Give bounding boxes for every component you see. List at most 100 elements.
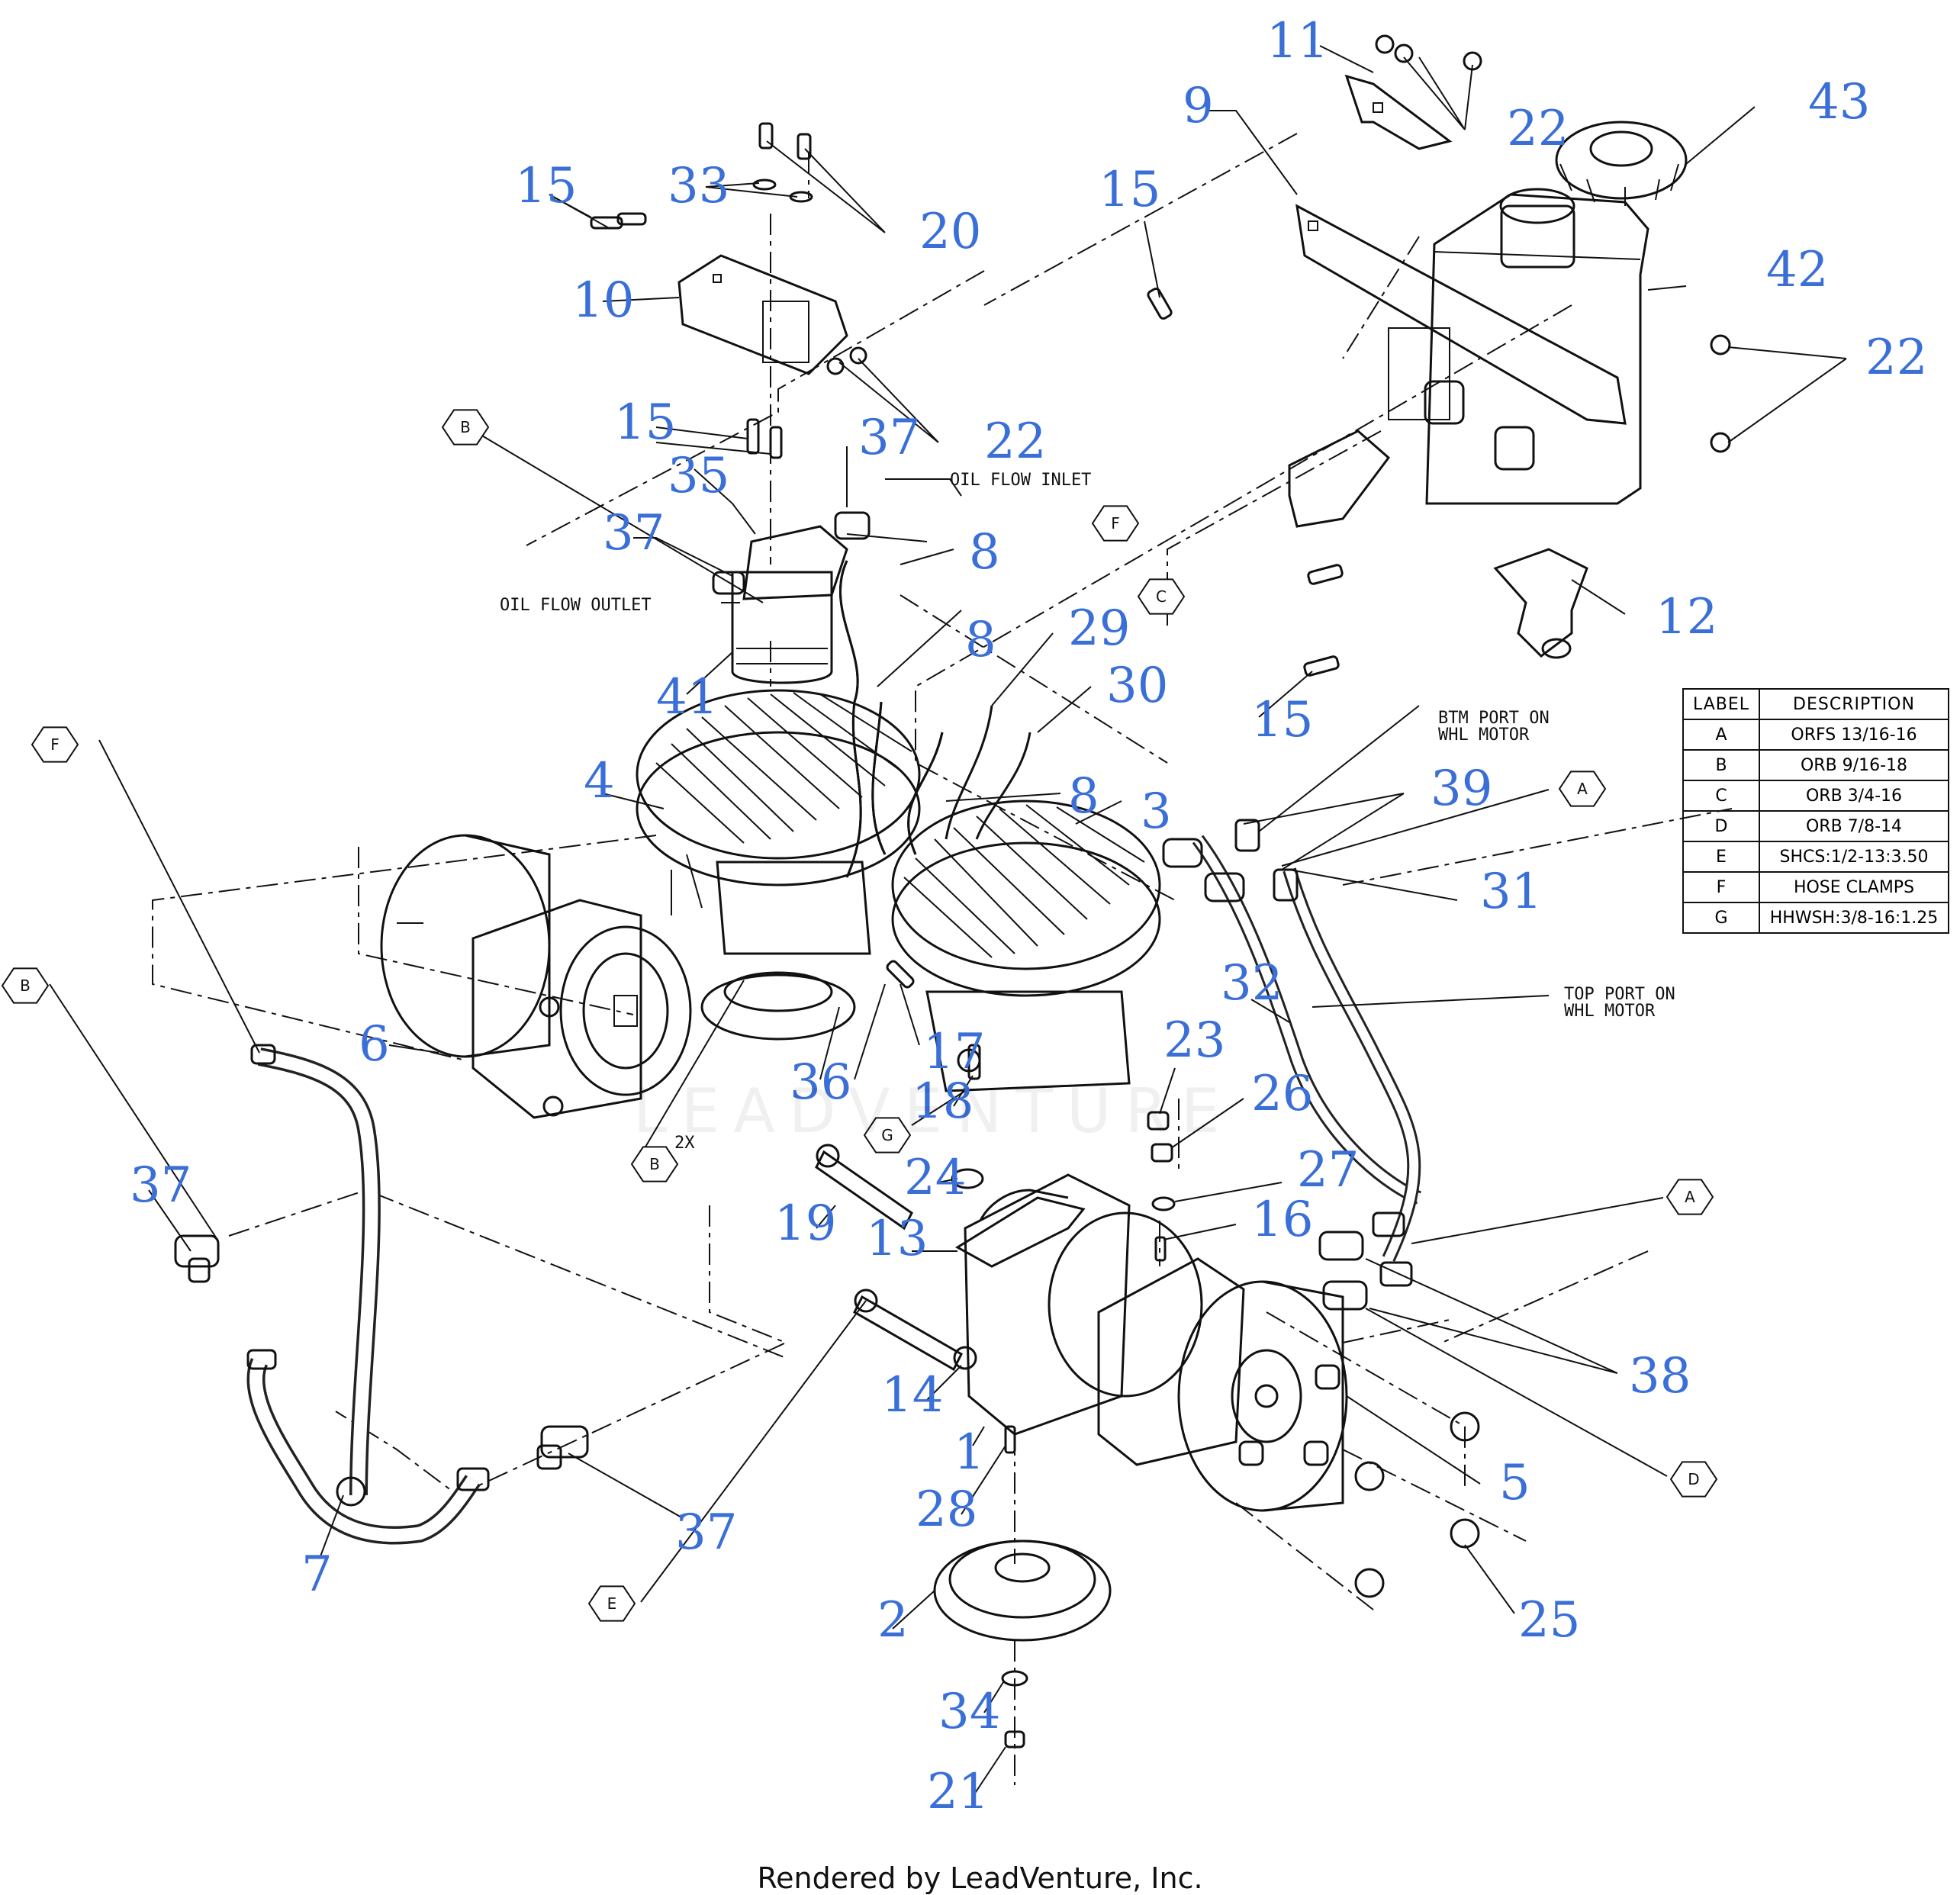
nut-21 [1004,1730,1025,1749]
note-btm-port-line2: WHL MOTOR [1438,726,1530,745]
part-callout-39: 39 [1431,761,1492,817]
part-callout-24: 24 [904,1150,966,1206]
mount-plate-9 [1295,204,1627,471]
hex-label-letter: D [1688,1470,1699,1488]
part-callout-37: 37 [130,1157,191,1214]
part-callout-8: 8 [965,612,996,668]
hex-outline [1137,578,1186,615]
table-cell-description: ORB 3/4-16 [1759,780,1949,812]
part-callout-34: 34 [938,1684,1000,1740]
hex-outline [1666,1179,1714,1215]
table-cell-description: HHWSH:3/8-16:1.25 [1759,902,1949,934]
part-callout-25: 25 [1518,1592,1580,1649]
fittings-37 [174,1234,589,1470]
part-callout-37: 37 [858,410,920,466]
hex-outline [441,409,490,446]
part-callout-9: 9 [1183,78,1214,134]
hex-outline [31,726,79,763]
hex-outline [630,1146,679,1182]
part-callout-43: 43 [1808,74,1870,130]
hex-label-d: D [1669,1461,1718,1498]
hex-label-c: C [1137,578,1186,615]
part-callout-17: 17 [923,1024,985,1080]
part-drawings [174,34,1731,1749]
wheel-motor-5 [1177,1280,1348,1512]
part-callout-37: 37 [603,505,665,561]
part-callout-31: 31 [1480,864,1542,920]
leader-lines [49,45,1847,1797]
part-callout-5: 5 [1499,1455,1530,1511]
hex-label-letter: C [1156,587,1167,606]
hex-outline [1558,771,1607,807]
bolt-17 [886,960,915,989]
part-callout-27: 27 [1297,1142,1359,1198]
part-callout-26: 26 [1251,1066,1313,1122]
part-callout-8: 8 [1068,768,1099,825]
table-cell-label: F [1682,871,1760,903]
part-callout-2: 2 [877,1592,909,1649]
fittings-39 [1162,819,1299,902]
hex-label-letter: F [50,735,60,754]
table-cell-description: ORB 9/16-18 [1759,749,1949,781]
note-top-port-line2: WHL MOTOR [1564,1002,1656,1021]
washer-34 [1001,1670,1028,1687]
table-cell-label: G [1682,902,1760,934]
hex-outline [863,1117,912,1153]
part-callout-15: 15 [1251,692,1313,748]
part-callout-18: 18 [912,1073,974,1130]
part-callout-29: 29 [1068,600,1130,657]
hex-outline [587,1585,636,1622]
table-cell-label: D [1682,810,1760,842]
washer-27 [1151,1196,1176,1211]
part-callout-41: 41 [656,669,718,726]
part-callout-21: 21 [927,1764,989,1820]
hex-label-e: E [587,1585,636,1622]
table-cell-label: E [1682,841,1760,873]
table-cell-label: C [1682,780,1760,812]
nut-26 [1151,1143,1173,1163]
part-callout-30: 30 [1106,658,1168,714]
part-callout-16: 16 [1251,1192,1313,1248]
note-btm-port-line1: BTM PORT ON [1438,709,1550,728]
note-top-port-line1: TOP PORT ON [1564,985,1675,1004]
oil-filter-41 [712,511,871,684]
bolt-14 [853,1295,963,1372]
part-callout-15: 15 [515,158,577,214]
hex-label-b: B [441,409,490,446]
table-cell-description: SHCS:1/2-13:3.50 [1759,841,1949,873]
part-callout-23: 23 [1163,1012,1225,1069]
part-callout-12: 12 [1656,589,1717,645]
part-callout-32: 32 [1221,955,1283,1012]
part-callout-7: 7 [301,1546,333,1603]
hex-label-b: B [630,1146,679,1182]
bracket-12 [1288,430,1588,659]
hydraulic-tank-42 [1425,188,1649,505]
bracket-11 [1344,34,1482,150]
footer-credit: Rendered by LeadVenture, Inc. [757,1861,1203,1895]
bolt-18 [967,1044,981,1080]
part-callout-1: 1 [954,1424,985,1481]
part-callout-37: 37 [675,1504,737,1561]
part-callout-13: 13 [866,1211,928,1267]
wheel-motor-6 [380,834,692,1119]
plate-13 [955,1196,1086,1268]
hex-label-letter: G [881,1126,893,1144]
table-header-row: LABEL DESCRIPTION [1682,688,1949,720]
key-16 [1154,1236,1167,1262]
pulley-2 [933,1539,1112,1642]
part-callout-3: 3 [1141,783,1172,840]
hex-label-letter: A [1685,1188,1695,1206]
part-callout-36: 36 [790,1054,851,1111]
part-callout-35: 35 [668,448,729,504]
part-callout-33: 33 [668,158,729,214]
part-callout-4: 4 [584,753,615,809]
part-callout-6: 6 [359,1016,390,1073]
hex-label-g: G [863,1117,912,1153]
key-28 [1004,1425,1016,1454]
